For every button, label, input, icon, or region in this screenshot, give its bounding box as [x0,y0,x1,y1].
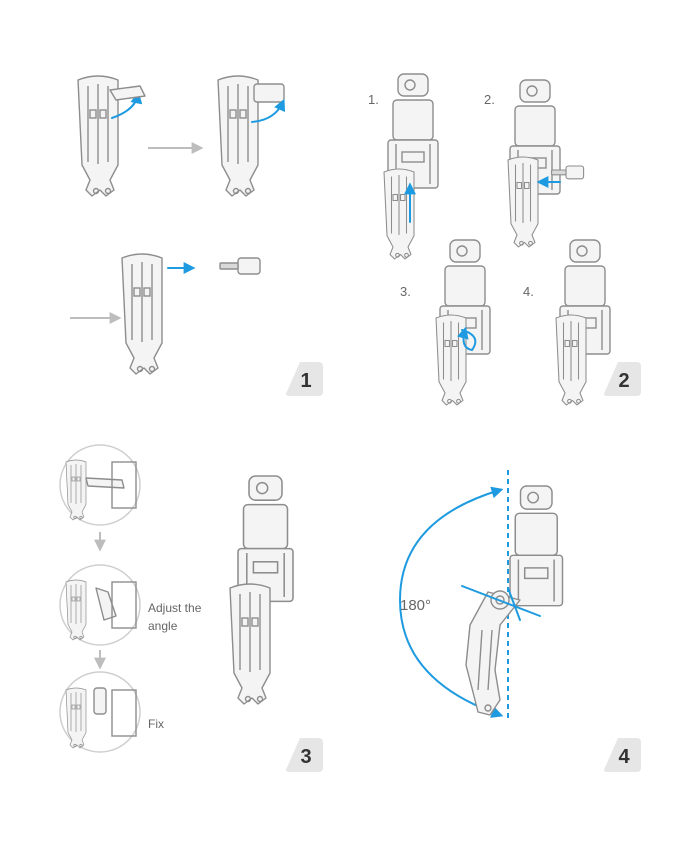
bracket-1c [121,253,163,375]
substep-label-3: 3. [400,284,411,299]
camera-3 [237,475,294,603]
step-badge-1-label: 1 [300,370,311,392]
lever-1b [253,83,285,103]
rotation-label: 180° [400,597,431,614]
camera-4 [509,485,564,607]
lever-3c [93,687,107,715]
rotation-arc [398,486,504,718]
caption-adjust-1: Adjust the [148,601,202,615]
step-2-panel: 1. 2. 3. 4. 2 [368,73,641,406]
screw-knob-1 [219,257,261,275]
rotation-axis-indicator [461,585,541,617]
bracket-1b [217,75,259,197]
substep-label-2: 2. [484,92,495,107]
step-1-panel: 1 [70,75,323,396]
caption-adjust-2: angle [148,619,178,633]
bracket-2-2 [507,156,539,248]
lever-1a [109,85,146,101]
lever-3b [95,587,117,621]
substep-label-1: 1. [368,92,379,107]
step-badge-2-label: 2 [618,370,629,392]
rotate-arrow-1b [251,98,286,123]
step-4-panel: 180° 4 [398,470,641,772]
lever-3a [85,477,125,489]
step-badge-3-label: 3 [300,746,311,768]
step-3-panel: Adjust the angle Fix 3 [59,444,323,772]
step-badge-4-label: 4 [618,746,630,768]
turn-arrow-2-3 [456,326,477,352]
bracket-2-4 [555,314,587,406]
substep-label-4: 4. [523,284,534,299]
bracket-4 [465,591,521,716]
caption-fix: Fix [148,717,164,731]
bracket-2-3 [435,314,467,406]
bracket-3 [229,583,271,705]
